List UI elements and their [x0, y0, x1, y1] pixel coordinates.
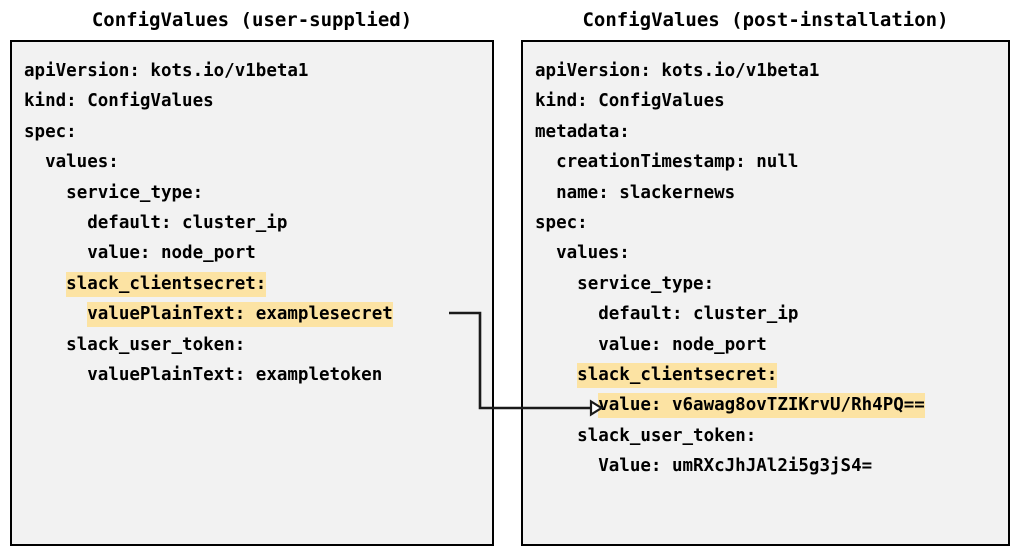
left-code-text-5: default: cluster_ip — [87, 212, 288, 233]
right-code-text-1: kind: ConfigValues — [535, 91, 725, 112]
left-code-text-7: slack_clientsecret: — [66, 271, 267, 297]
right-code-line-8: default: cluster_ip — [523, 299, 1008, 329]
left-code-line-5: default: cluster_ip — [12, 208, 492, 238]
indent-spacer — [535, 274, 577, 294]
right-code-line-4: name: slackernews — [523, 178, 1008, 208]
right-code-line-10: slack_clientsecret: — [523, 360, 1008, 390]
indent-spacer — [535, 335, 598, 355]
left-code-line-7: slack_clientsecret: — [12, 269, 492, 299]
right-code-text-10: slack_clientsecret: — [577, 362, 778, 388]
left-panel-title: ConfigValues (user-supplied) — [91, 9, 413, 31]
left-code-text-0: apiVersion: kots.io/v1beta1 — [24, 61, 309, 81]
left-code-text-6: value: node_port — [87, 243, 256, 264]
left-code-text-8: valuePlainText: examplesecret — [87, 302, 393, 328]
indent-spacer — [535, 243, 556, 263]
right-code-line-7: service_type: — [523, 269, 1008, 299]
left-code-line-6: value: node_port — [12, 238, 492, 268]
indent-spacer — [535, 365, 577, 385]
right-panel-title: ConfigValues (post-installation) — [582, 9, 949, 31]
right-code-text-2: metadata: — [535, 121, 630, 142]
right-code-text-9: value: node_port — [598, 334, 767, 355]
indent-spacer — [535, 426, 577, 446]
left-code-line-0: apiVersion: kots.io/v1beta1 — [12, 56, 492, 86]
indent-spacer — [535, 395, 598, 415]
right-code-line-5: spec: — [523, 208, 1008, 238]
left-yaml-code: apiVersion: kots.io/v1beta1 kind: ConfigV… — [12, 42, 492, 390]
right-code-line-2: metadata: — [523, 117, 1008, 147]
left-config-panel: apiVersion: kots.io/v1beta1 kind: ConfigV… — [10, 40, 494, 546]
right-code-line-1: kind: ConfigValues — [523, 86, 1008, 116]
left-code-line-1: kind: ConfigValues — [12, 86, 492, 116]
left-code-text-2: spec: — [24, 121, 77, 142]
right-yaml-code: apiVersion: kots.io/v1beta1 kind: ConfigV… — [523, 42, 1008, 481]
right-code-text-4: name: slackernews — [556, 182, 736, 203]
indent-spacer — [24, 365, 87, 385]
right-code-line-11: value: v6awag8ovTZIKrvU/Rh4PQ== — [523, 390, 1008, 420]
indent-spacer — [24, 274, 66, 294]
left-code-text-1: kind: ConfigValues — [24, 91, 214, 112]
indent-spacer — [535, 152, 556, 172]
right-code-line-13: Value: umRXcJhJAl2i5g3jS4= — [523, 451, 1008, 481]
left-code-text-10: valuePlainText: exampletoken — [87, 364, 383, 385]
indent-spacer — [24, 183, 66, 203]
left-code-line-3: values: — [12, 147, 492, 177]
right-config-panel: apiVersion: kots.io/v1beta1 kind: ConfigV… — [521, 40, 1010, 546]
right-code-text-3: creationTimestamp: null — [556, 152, 799, 173]
right-code-text-12: slack_user_token: — [577, 425, 757, 446]
right-code-text-5: spec: — [535, 212, 588, 233]
right-code-line-6: values: — [523, 238, 1008, 268]
indent-spacer — [535, 304, 598, 324]
right-code-text-11: value: v6awag8ovTZIKrvU/Rh4PQ== — [598, 393, 925, 419]
left-code-line-10: valuePlainText: exampletoken — [12, 360, 492, 390]
left-code-text-3: values: — [45, 152, 119, 173]
right-code-line-9: value: node_port — [523, 330, 1008, 360]
left-code-text-4: service_type: — [66, 182, 204, 203]
right-code-text-6: values: — [556, 243, 630, 264]
left-code-line-9: slack_user_token: — [12, 330, 492, 360]
left-code-line-8: valuePlainText: examplesecret — [12, 299, 492, 329]
left-code-line-2: spec: — [12, 117, 492, 147]
indent-spacer — [535, 183, 556, 203]
indent-spacer — [24, 335, 66, 355]
indent-spacer — [24, 213, 87, 233]
indent-spacer — [24, 243, 87, 263]
right-code-line-12: slack_user_token: — [523, 421, 1008, 451]
indent-spacer — [24, 304, 87, 324]
right-code-line-3: creationTimestamp: null — [523, 147, 1008, 177]
indent-spacer — [535, 456, 598, 476]
left-code-text-9: slack_user_token: — [66, 334, 246, 355]
right-code-text-13: Value: umRXcJhJAl2i5g3jS4= — [598, 456, 873, 477]
indent-spacer — [24, 152, 45, 172]
right-code-text-7: service_type: — [577, 273, 715, 294]
left-code-line-4: service_type: — [12, 178, 492, 208]
right-code-line-0: apiVersion: kots.io/v1beta1 — [523, 56, 1008, 86]
right-code-text-0: apiVersion: kots.io/v1beta1 — [535, 61, 820, 81]
right-code-text-8: default: cluster_ip — [598, 304, 799, 325]
